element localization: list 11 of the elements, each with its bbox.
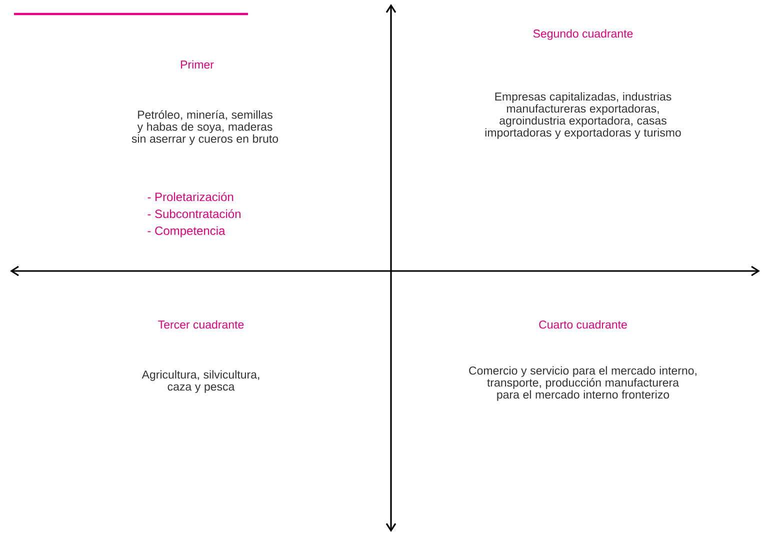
list-item: - Competencia xyxy=(148,226,226,238)
list-item: - Proletarización xyxy=(148,192,234,202)
quadrant-title: Primer xyxy=(181,60,214,69)
description-text: Empresas capitalizadas, industrias manufactureras exportadoras, agroindustria exportadora, casas importadoras y exportadoras y turismo xyxy=(485,92,681,139)
quadrant-title: Cuarto cuadrante xyxy=(539,320,627,329)
quadrant-title: Tercer cuadrante xyxy=(158,320,244,329)
list-item: - Subcontratación xyxy=(148,209,240,218)
quadrant-title: Segundo cuadrante xyxy=(533,29,633,40)
description-text: Petróleo, minería, semillas y habas de soya, maderas sin aserrar y cueros en bruto xyxy=(132,110,278,146)
description-text: Agricultura, silvicultura, caza y pesca xyxy=(142,370,260,393)
description-text: Comercio y servicio para el mercado interno, transporte, producción manufacturera para el mercado interno fronterizo xyxy=(469,366,696,401)
